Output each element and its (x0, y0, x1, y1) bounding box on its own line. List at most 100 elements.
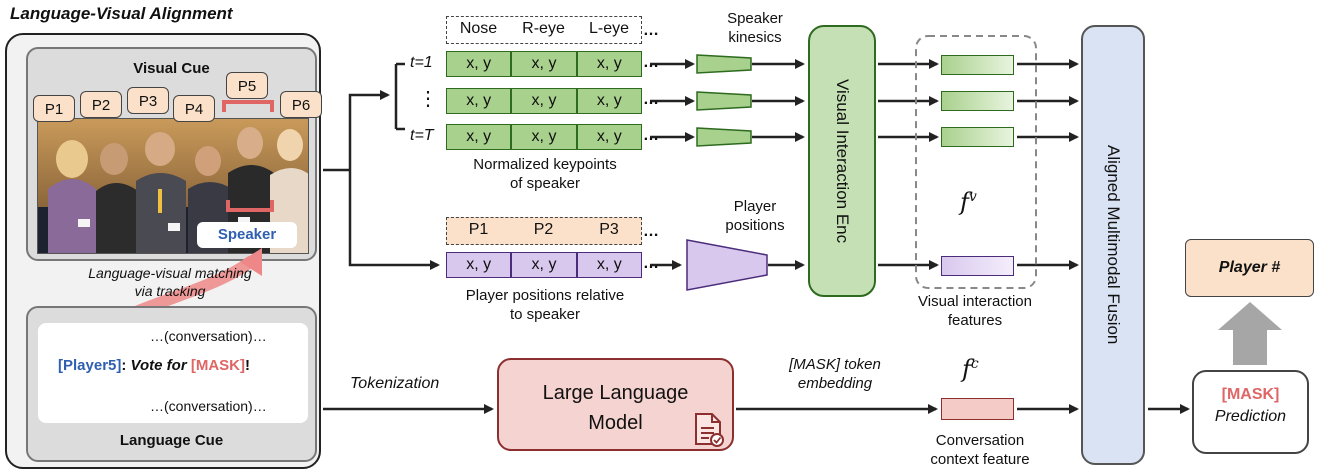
conv-caption-line2: context feature (930, 451, 1030, 468)
kinesics-encoder-3 (696, 127, 752, 147)
p5-bracket (222, 100, 274, 112)
row2-ellipsis: … (643, 91, 659, 108)
document-check-icon (695, 413, 724, 447)
aligned-multimodal-fusion: Aligned Multimodal Fusion (1081, 25, 1145, 465)
kinesics-label-line2: kinesics (728, 29, 782, 46)
conversation-top: …(conversation)… (150, 328, 267, 344)
mask-prediction-box: [MASK] Prediction (1192, 370, 1309, 454)
header-l-eye: L-eye (588, 20, 630, 37)
kinesics-encoder-2 (696, 91, 752, 111)
position-encoder (686, 239, 768, 291)
vif-caption-line1: Visual interaction (918, 293, 1032, 310)
visual-feature-1 (941, 55, 1014, 75)
tracking-arrow-head (240, 248, 262, 276)
exclamation-text: ! (245, 357, 250, 374)
positions-caption-line2: to speaker (509, 306, 581, 323)
player-tag-p2: P2 (80, 91, 122, 118)
vote-text: Vote for (130, 357, 187, 374)
kp-cell: x, y (576, 124, 642, 150)
player-tag-p3: P3 (127, 87, 169, 114)
position-header-box (446, 217, 642, 245)
to-positions-arrow (348, 170, 440, 270)
header-ellipsis: … (643, 22, 659, 39)
colon-text: : (121, 357, 127, 374)
kp-cell: x, y (511, 51, 577, 77)
position-row: x, y x, y x, y (446, 252, 642, 278)
positions-label-line2: positions (725, 217, 785, 234)
conversation-box (38, 323, 308, 423)
pos-cell: x, y (446, 252, 512, 278)
player-output: Player # (1185, 239, 1314, 297)
header-nose: Nose (459, 20, 498, 37)
header-r-eye: R-eye (522, 20, 565, 37)
keypoint-row-1: x, y x, y x, y (446, 51, 642, 77)
header-p3: P3 (599, 221, 619, 238)
mask-embedding-line1: [MASK] token (789, 356, 881, 373)
time-first-label: t=1 (410, 54, 433, 71)
fv-superscript: v (968, 189, 977, 205)
to-keypoints-arrow (348, 90, 390, 170)
visual-feature-4 (941, 256, 1014, 276)
vie-label: Visual Interaction Enc (833, 78, 852, 244)
matching-note-line1: Language-visual matching (88, 265, 252, 281)
prediction-mask: [MASK] (1221, 386, 1280, 403)
fv-symbol: fv (960, 188, 977, 216)
visual-features-box (915, 35, 1037, 289)
kp-cell: x, y (511, 88, 577, 114)
header-p1: P1 (468, 221, 489, 238)
mask-token-text: [MASK] (190, 357, 245, 374)
player-tag-p6: P6 (280, 91, 322, 118)
keypoints-caption-line1: Normalized keypoints (473, 156, 617, 173)
row1-ellipsis: … (643, 54, 659, 71)
kp-cell: x, y (446, 88, 512, 114)
conversation-feature (941, 398, 1014, 420)
player-tag-p5: P5 (226, 72, 268, 99)
kp-cell: x, y (446, 124, 512, 150)
player5-tag: [Player5] (58, 357, 122, 374)
keypoint-header-box (446, 16, 642, 44)
conversation-bottom: …(conversation)… (150, 398, 267, 414)
conversation-line: [Player5]: Vote for [MASK]! (58, 357, 250, 374)
visual-cue-label: Visual Cue (133, 60, 210, 77)
fv-label: f (960, 188, 969, 216)
fc-superscript: c (970, 356, 979, 372)
pos-cell: x, y (511, 252, 577, 278)
fc-label: f (962, 355, 971, 383)
keypoint-row-3: x, y x, y x, y (446, 124, 642, 150)
kp-cell: x, y (511, 124, 577, 150)
visual-interaction-encoder: Visual Interaction Enc (808, 25, 876, 297)
fusion-label: Aligned Multimodal Fusion (1104, 145, 1123, 345)
llm-label: Large Language Model (497, 378, 734, 438)
kinesics-label-line1: Speaker (727, 10, 783, 27)
kp-cell: x, y (446, 51, 512, 77)
fc-symbol: fc (962, 355, 979, 383)
time-bracket-ends (396, 62, 405, 131)
kinesics-encoder-1 (696, 54, 752, 74)
vif-caption-line2: features (947, 312, 1003, 329)
time-mid-label: ⋮ (418, 88, 438, 110)
time-last-label: t=T (410, 127, 434, 144)
matching-note-line2: via tracking (134, 283, 206, 299)
mask-embedding-line2: embedding (797, 375, 873, 392)
keypoints-caption-line2: of speaker (509, 175, 581, 192)
speaker-label: Speaker (197, 222, 297, 248)
header-p2: P2 (533, 221, 554, 238)
speaker-bracket (226, 200, 274, 212)
diagram-title: Language-Visual Alignment (10, 4, 233, 23)
kp-cell: x, y (576, 51, 642, 77)
keypoint-row-2: x, y x, y x, y (446, 88, 642, 114)
language-cue-label: Language Cue (119, 432, 224, 449)
tokenization-label: Tokenization (350, 375, 440, 392)
output-arrow (1218, 302, 1282, 365)
player-tag-p1: P1 (33, 95, 75, 122)
player-tag-p4: P4 (173, 95, 215, 122)
llm-label-line1: Large Language (542, 382, 689, 404)
positions-caption-line1: Player positions relative (465, 287, 625, 304)
large-language-model (497, 358, 734, 451)
kp-cell: x, y (576, 88, 642, 114)
pos-cell: x, y (576, 252, 642, 278)
row3-ellipsis: … (643, 127, 659, 144)
llm-label-line2: Model (588, 412, 643, 434)
visual-feature-2 (941, 91, 1014, 111)
